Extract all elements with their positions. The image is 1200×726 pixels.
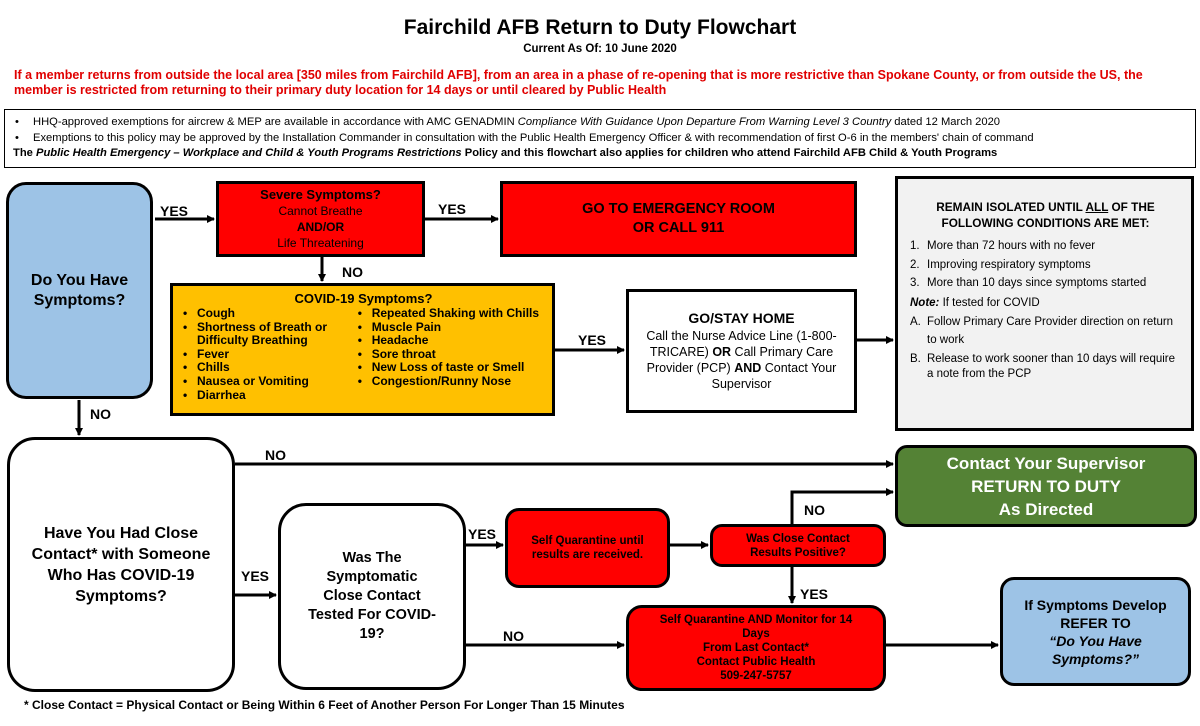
symptom-item: Fever [183, 347, 350, 362]
isolation-notes: A.Follow Primary Care Provider direction… [910, 313, 1181, 382]
node-quarantine-monitor: Self Quarantine AND Monitor for 14 Days … [626, 605, 886, 691]
label-no-tested: NO [503, 628, 524, 644]
arrow-positive-to-rtd [790, 488, 894, 524]
isolation-conditions: 1.More than 72 hours with no fever 2.Imp… [910, 237, 1181, 292]
page-title: Fairchild AFB Return to Duty Flowchart [403, 16, 797, 39]
label-no-symptoms: NO [90, 406, 111, 422]
symptom-item: Muscle Pain [358, 320, 544, 335]
policy-bullet-exemptions: HHQ-approved exemptions for aircrew & ME… [13, 115, 1187, 131]
node-symptomatic-tested: Was The Symptomatic Close Contact Tested… [278, 503, 466, 690]
node-covid-symptoms: COVID-19 Symptoms? Cough Shortness of Br… [170, 283, 555, 416]
covid-symptom-list-right: Repeated Shaking with Chills Muscle Pain… [358, 306, 544, 402]
symptom-item: New Loss of taste or Smell [358, 361, 544, 375]
symptom-item: Repeated Shaking with Chills [358, 306, 544, 321]
isolation-heading: REMAIN ISOLATED UNTIL ALL OF THE FOLLOWI… [936, 200, 1155, 230]
symptom-item: Nausea or Vomiting [183, 374, 350, 389]
restriction-warning: If a member returns from outside the loc… [14, 68, 1143, 97]
label-yes-tested: YES [468, 526, 497, 542]
condition-item: 2.Improving respiratory symptoms [910, 259, 1091, 271]
node-close-contact: Have You Had Close Contact* with Someone… [7, 437, 235, 692]
label-yes-positive: YES [800, 586, 829, 602]
node-do-you-have-symptoms: Do You Have Symptoms? [6, 182, 153, 399]
condition-item: 3.More than 10 days since symptoms start… [910, 277, 1147, 289]
node-results-positive: Was Close Contact Results Positive? [710, 524, 886, 567]
label-yes-stayhome: YES [578, 332, 607, 348]
node-remain-isolated: REMAIN ISOLATED UNTIL ALL OF THE FOLLOWI… [895, 176, 1194, 431]
node-emergency-room: GO TO EMERGENCY ROOM OR CALL 911 [500, 181, 857, 257]
symptom-item: Congestion/Runny Nose [358, 374, 544, 389]
symptom-item: Sore throat [358, 347, 544, 362]
label-no-positive: NO [804, 502, 825, 518]
label-yes-emergency: YES [438, 201, 467, 217]
label-yes-close-contact: YES [241, 568, 270, 584]
node-severe-symptoms: Severe Symptoms? Cannot Breathe AND/OR L… [216, 181, 425, 257]
symptom-item: Cough [183, 306, 350, 321]
policy-applies-line: The Public Health Emergency – Workplace … [13, 147, 998, 159]
symptom-item: Shortness of Breath or Difficulty Breath… [183, 320, 350, 348]
symptom-item: Chills [183, 361, 350, 375]
note-item: A.Follow Primary Care Provider direction… [910, 316, 1174, 346]
label-no-severe: NO [342, 264, 363, 280]
node-self-quarantine-results: Self Quarantine until results are receiv… [505, 508, 670, 588]
isolation-note: Note: If tested for COVID [910, 297, 1040, 309]
label-yes-severe: YES [160, 203, 189, 219]
node-return-to-duty: Contact Your Supervisor RETURN TO DUTY A… [895, 445, 1197, 527]
symptom-item: Diarrhea [183, 388, 350, 403]
policy-bullet-commander: Exemptions to this policy may be approve… [13, 131, 1187, 147]
label-no-close-contact: NO [265, 447, 286, 463]
note-item: B.Release to work sooner than 10 days wi… [910, 353, 1176, 380]
close-contact-footnote: * Close Contact = Physical Contact or Be… [24, 698, 625, 712]
symptom-item: Headache [358, 334, 544, 348]
condition-item: 1.More than 72 hours with no fever [910, 240, 1096, 252]
node-if-symptoms-develop: If Symptoms Develop REFER TO “Do You Hav… [1000, 577, 1191, 686]
node-stay-home: GO/STAY HOME Call the Nurse Advice Line … [626, 289, 857, 413]
covid-symptom-list-left: Cough Shortness of Breath or Difficulty … [183, 306, 350, 403]
policy-box: HHQ-approved exemptions for aircrew & ME… [4, 109, 1196, 168]
as-of-date: Current As Of: 10 June 2020 [523, 43, 677, 55]
